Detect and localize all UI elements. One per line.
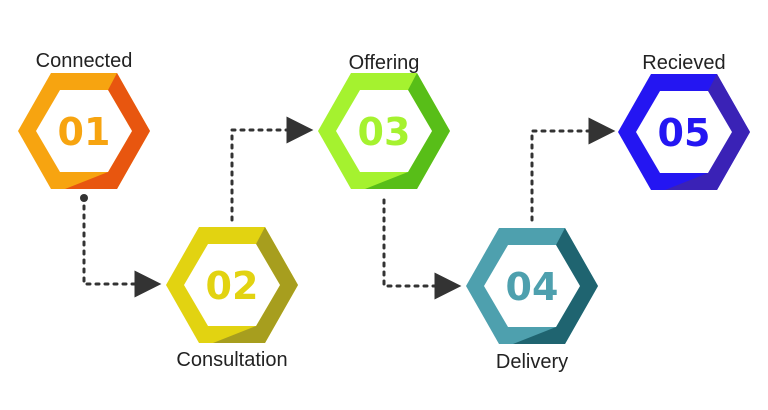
- connector-01-to-02: [82, 204, 162, 298]
- step-number: 05: [658, 111, 711, 155]
- hexagon-shade: [65, 73, 150, 189]
- step-04: 04 Delivery: [466, 228, 598, 373]
- step-label: Consultation: [176, 349, 287, 371]
- step-label: Offering: [349, 52, 420, 74]
- hexagon-inner: [336, 90, 432, 172]
- step-number: 02: [206, 264, 259, 308]
- hexagon-shade: [213, 227, 298, 343]
- hexagon-shade: [513, 228, 598, 344]
- step-03: 03 Offering: [318, 52, 450, 189]
- hexagon-inner: [184, 244, 280, 326]
- step-label: Connected: [36, 50, 133, 72]
- step-01: 01 Connected: [18, 50, 150, 189]
- connector-start-dot: [80, 194, 88, 202]
- hexagon-inner: [636, 91, 732, 173]
- connector-02-to-03: [230, 116, 314, 222]
- hexagon-shade: [665, 74, 750, 190]
- connectors: [80, 116, 616, 300]
- step-05: 05 Recieved: [618, 52, 750, 190]
- connector-03-to-04: [382, 198, 462, 300]
- hexagon-shade: [365, 73, 450, 189]
- hexagon-inner: [484, 245, 580, 327]
- step-number: 01: [58, 110, 111, 154]
- hexagon-inner: [36, 90, 132, 172]
- step-label: Recieved: [642, 52, 725, 74]
- step-number: 03: [358, 110, 411, 154]
- connector-04-to-05: [530, 117, 616, 222]
- step-label: Delivery: [496, 351, 568, 373]
- step-02: 02 Consultation: [166, 227, 298, 371]
- step-number: 04: [506, 265, 559, 309]
